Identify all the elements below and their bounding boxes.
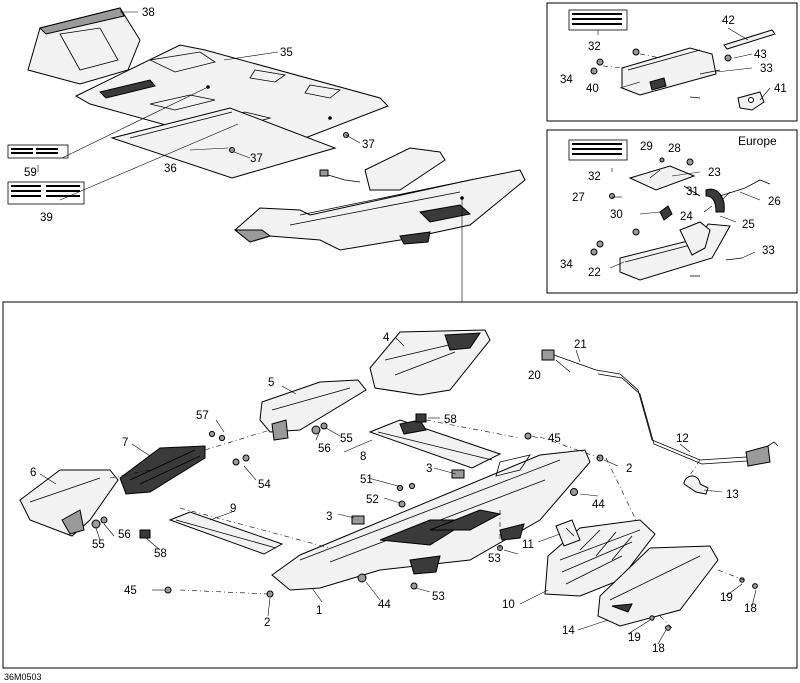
dot-35b [328,116,332,120]
callout-42: 42 [722,15,735,27]
callout-13: 13 [726,489,739,501]
callout-44b: 44 [378,599,391,611]
callout-11: 11 [522,539,534,551]
callout-6: 6 [30,467,36,479]
callout-32a: 32 [588,41,601,53]
callout-4: 4 [383,332,390,344]
bulb-part-13 [683,475,709,495]
callout-37a: 37 [362,139,375,151]
callout-26: 26 [768,196,781,208]
callout-8: 8 [360,451,366,463]
reference-code: 36M0503 [4,672,42,682]
callout-23: 23 [708,167,721,179]
callout-22: 22 [588,267,601,279]
callout-38: 38 [142,7,155,19]
callout-18a: 18 [744,603,757,615]
bracket-part-11 [555,519,581,547]
callout-54: 54 [258,479,271,491]
console-part-4 [369,329,491,396]
hardware [91,413,758,631]
callout-51: 51 [360,474,373,486]
callout-55b: 55 [92,539,105,551]
callout-28: 28 [668,143,681,155]
callout-2b: 2 [264,617,270,629]
callout-18b: 18 [652,643,665,655]
callout-30: 30 [610,209,623,221]
callout-24: 24 [680,211,693,223]
callout-59: 59 [24,167,37,179]
lens-part-14 [597,545,719,627]
callout-25: 25 [742,219,755,231]
inset-europe-parts [568,139,771,281]
cover-part-38 [27,7,141,85]
side-part-7 [119,445,206,495]
callout-58a: 58 [444,414,457,426]
main-frame [2,301,798,669]
callout-9: 9 [230,503,236,515]
floor-mat-part-35 [74,44,389,146]
screw-37b [229,147,235,153]
callout-37b: 37 [250,153,263,165]
decal-39 [7,181,85,205]
callout-29: 29 [640,141,653,153]
floor-plate-part-36 [110,107,337,179]
region-label-europe: Europe [738,134,777,148]
rack-body-part-1 [271,449,591,591]
callout-36: 36 [164,163,177,175]
callout-34b: 34 [560,259,573,271]
inset-frame-europe [546,129,798,294]
rack-assembly-overview [233,147,526,251]
callout-32b: 32 [588,171,601,183]
callout-3b: 3 [326,511,332,523]
callout-55a: 55 [340,433,353,445]
callout-31: 31 [686,186,699,198]
callout-19a: 19 [720,592,733,604]
callout-5: 5 [268,377,274,389]
callout-33b: 33 [762,245,775,257]
callout-34a: 34 [560,74,573,86]
callout-52: 52 [366,494,379,506]
housing-part-6 [19,469,119,537]
callout-44a: 44 [592,499,605,511]
callout-40: 40 [586,83,599,95]
callout-2a: 2 [626,463,632,475]
callout-39: 39 [40,212,53,224]
callout-10: 10 [502,599,515,611]
decal-59 [7,144,69,159]
callout-19b: 19 [628,632,641,644]
callout-20: 20 [528,370,541,382]
rail-part-9 [168,511,284,555]
harness-part-12 [541,349,779,467]
callout-53a: 53 [488,553,501,565]
callout-14: 14 [562,625,575,637]
callout-35: 35 [280,47,293,59]
callout-12: 12 [676,433,689,445]
callout-1: 1 [316,605,322,617]
inset-frame-top-right [546,2,798,122]
callout-41: 41 [774,83,787,95]
callout-56b: 56 [118,529,131,541]
callout-57: 57 [196,410,209,422]
callout-58b: 58 [154,548,167,560]
callout-3a: 3 [426,463,432,475]
inset-top-right-parts [568,9,776,111]
rail-part-8 [368,419,502,469]
callout-53b: 53 [432,591,445,603]
callout-7: 7 [122,437,128,449]
callout-56a: 56 [318,443,331,455]
callout-21: 21 [574,339,587,351]
callout-33a: 33 [760,63,773,75]
callout-45a: 45 [548,433,561,445]
callout-45b: 45 [124,585,137,597]
callout-43: 43 [754,49,767,61]
bracket-part-5 [259,379,367,441]
callout-27: 27 [572,192,585,204]
